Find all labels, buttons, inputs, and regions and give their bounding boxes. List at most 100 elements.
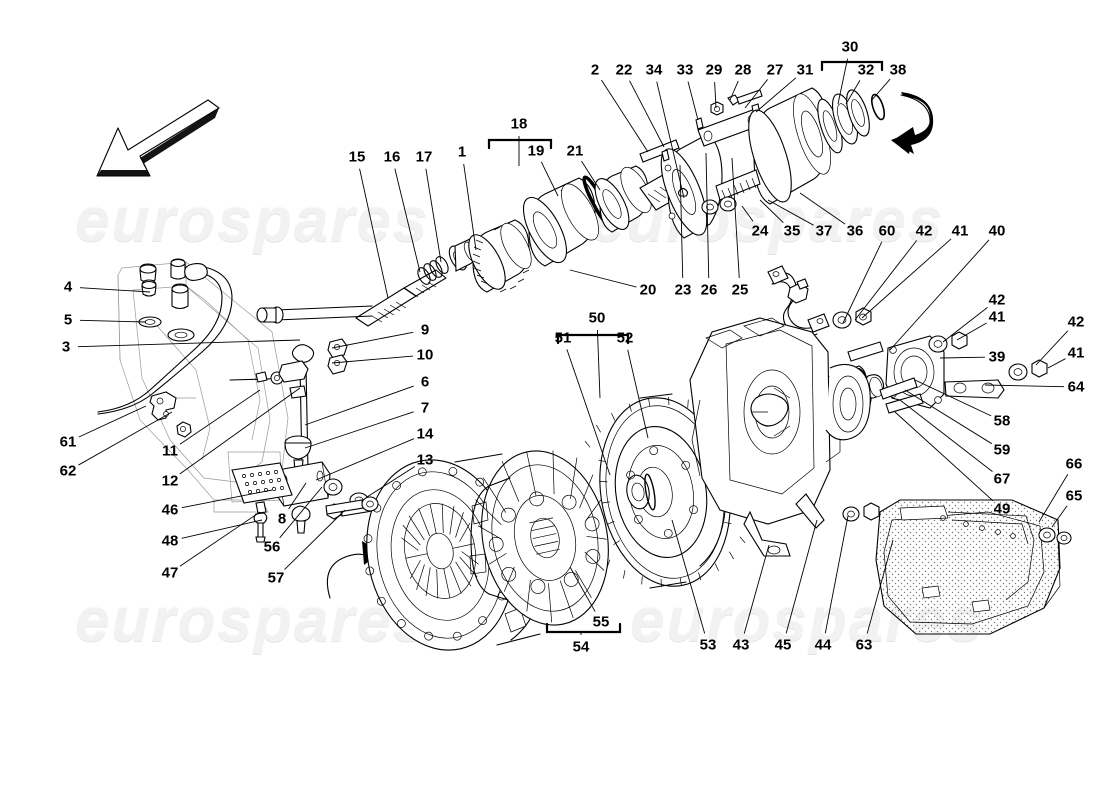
- leader-line-41: [956, 322, 987, 341]
- leader-line-12: [179, 387, 301, 475]
- callout-label-65: 65: [1065, 487, 1083, 505]
- callout-label-32: 32: [857, 61, 875, 79]
- leader-line-14: [315, 438, 415, 481]
- leader-line-10: [331, 355, 414, 364]
- callout-label-17: 17: [415, 148, 433, 166]
- leader-line-4: [79, 287, 151, 293]
- lower-cover-shield: [875, 499, 1072, 635]
- callout-label-1: 1: [457, 143, 467, 161]
- callout-label-24: 24: [751, 222, 769, 240]
- leader-line-39: [939, 356, 986, 359]
- callout-label-28: 28: [734, 61, 752, 79]
- leader-line-37: [767, 199, 814, 226]
- actuator-housing-assembly: [639, 87, 886, 239]
- leader-line-41: [861, 238, 952, 319]
- callout-label-20: 20: [639, 281, 657, 299]
- leader-line-26: [705, 152, 710, 279]
- callout-label-66: 66: [1065, 455, 1083, 473]
- callout-label-27: 27: [766, 61, 784, 79]
- leader-line-67: [899, 399, 993, 473]
- callout-label-54: 54: [572, 638, 590, 656]
- callout-label-51: 51: [554, 329, 572, 347]
- leader-line-48: [181, 519, 263, 539]
- callout-label-21: 21: [566, 142, 584, 160]
- callout-label-8: 8: [277, 510, 287, 528]
- leader-line-42: [942, 307, 988, 343]
- leader-line-46: [181, 489, 273, 509]
- callout-label-11: 11: [162, 442, 178, 460]
- callout-label-55: 55: [592, 613, 610, 631]
- leader-line-5: [79, 319, 147, 323]
- callout-label-42: 42: [915, 222, 933, 240]
- callout-label-10: 10: [416, 346, 434, 364]
- callout-label-67: 67: [993, 470, 1011, 488]
- leader-line-20: [569, 269, 637, 288]
- leader-line-43: [743, 544, 770, 634]
- leader-line-42: [854, 240, 918, 321]
- callout-label-26: 26: [700, 281, 718, 299]
- callout-label-57: 57: [267, 569, 285, 587]
- leader-line-35: [759, 199, 784, 223]
- callout-label-59: 59: [993, 441, 1011, 459]
- leader-line-55: [569, 566, 596, 612]
- callout-label-48: 48: [161, 532, 179, 550]
- callout-label-52: 52: [616, 329, 634, 347]
- leader-line-56: [279, 486, 323, 539]
- leader-line-36: [799, 192, 846, 225]
- callout-label-41: 41: [951, 222, 969, 240]
- leader-line-53: [671, 519, 706, 634]
- leader-line-11: [179, 389, 261, 445]
- leader-line-57: [284, 509, 346, 570]
- callout-label-60: 60: [878, 222, 896, 240]
- rotation-arrow-top-right: [891, 92, 934, 154]
- leader-line-6: [304, 385, 414, 426]
- callout-label-45: 45: [774, 636, 792, 654]
- callout-label-34: 34: [645, 61, 663, 79]
- leader-line-52: [627, 349, 649, 439]
- leader-line-1: [463, 163, 477, 251]
- callout-label-42: 42: [988, 291, 1006, 309]
- leader-line-2: [601, 79, 649, 153]
- master-cylinder-fittings: [97, 258, 233, 438]
- leader-line-50: [597, 329, 601, 399]
- callout-label-39: 39: [988, 348, 1006, 366]
- leader-line-59: [904, 389, 993, 445]
- leader-line-15: [359, 168, 389, 299]
- callout-label-43: 43: [732, 636, 750, 654]
- callout-label-5: 5: [63, 311, 73, 329]
- callout-label-42: 42: [1067, 313, 1085, 331]
- callout-label-38: 38: [889, 61, 907, 79]
- callout-label-46: 46: [161, 501, 179, 519]
- callout-label-22: 22: [615, 61, 633, 79]
- callout-leader-lines: [77, 58, 1069, 635]
- leader-line-8: [288, 482, 307, 510]
- callout-label-9: 9: [420, 321, 430, 339]
- leader-line-17: [425, 168, 442, 263]
- leader-line-3: [77, 339, 301, 348]
- group-bracket-30: [820, 60, 884, 72]
- callout-label-37: 37: [815, 222, 833, 240]
- leader-line-21: [581, 160, 601, 191]
- leader-line-64: [984, 384, 1065, 388]
- leader-line-13: [366, 466, 416, 498]
- callout-label-35: 35: [783, 222, 801, 240]
- callout-label-19: 19: [527, 142, 545, 160]
- leader-line-23: [679, 164, 684, 279]
- callout-label-53: 53: [699, 636, 717, 654]
- callout-label-15: 15: [348, 148, 366, 166]
- leader-line-51: [566, 349, 611, 476]
- leader-line-30: [837, 58, 848, 105]
- leader-line-31: [755, 77, 797, 113]
- leader-line-66: [1038, 474, 1069, 523]
- bellhousing-casing: [689, 317, 880, 557]
- leader-line-60: [842, 241, 883, 324]
- leader-line-45: [785, 519, 818, 634]
- collar-21: [594, 165, 652, 233]
- leader-line-49: [894, 411, 994, 502]
- callout-label-2: 2: [590, 61, 600, 79]
- leader-line-22: [629, 80, 665, 148]
- leader-line-32: [845, 80, 861, 105]
- callout-label-30: 30: [841, 38, 859, 56]
- callout-label-64: 64: [1067, 378, 1085, 396]
